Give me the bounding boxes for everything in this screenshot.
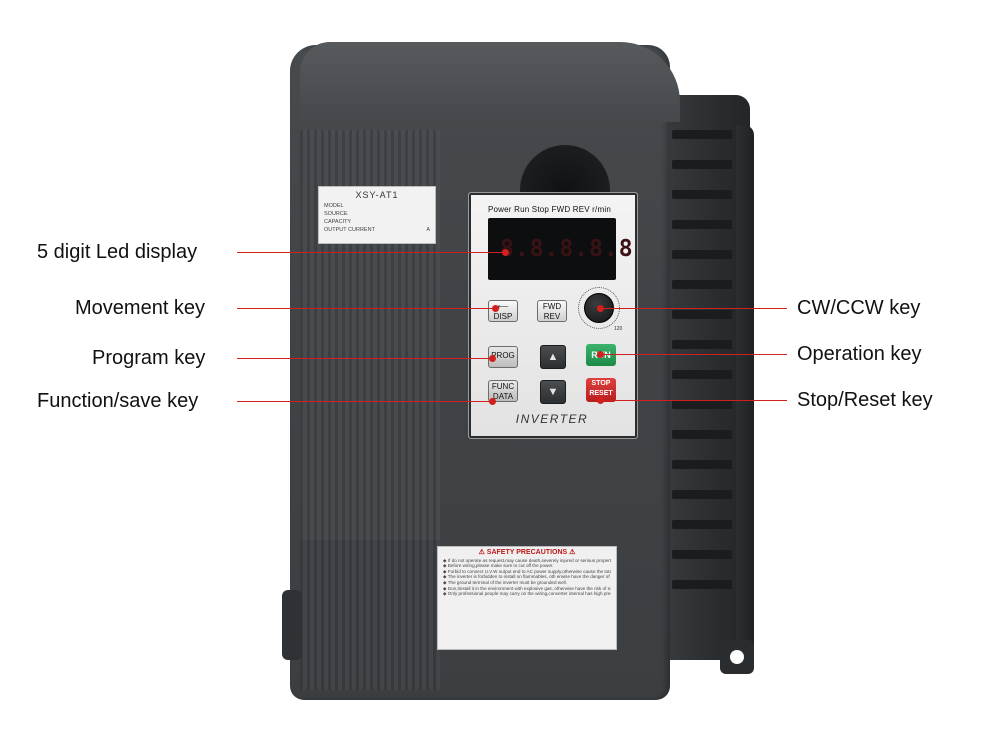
vent-slot bbox=[672, 130, 732, 139]
rev-key-label: REV bbox=[543, 312, 561, 321]
safety-line: ◆ If do not operate as request,may cause… bbox=[443, 557, 611, 563]
leader-dot-movement-key bbox=[492, 305, 499, 312]
data-key-label: DATA bbox=[492, 392, 514, 401]
vent-slot bbox=[672, 370, 732, 379]
leader-dot-cw-ccw-key bbox=[597, 305, 604, 312]
up-arrow-icon: ▲ bbox=[547, 351, 559, 363]
dial-max-label: 120 bbox=[614, 326, 623, 332]
safety-line: ◆ The ground terminal of the inverter mu… bbox=[443, 579, 567, 585]
led-display-window bbox=[488, 218, 616, 280]
indicator-labels: Power Run Stop FWD REV r/min bbox=[488, 205, 611, 214]
leader-line-function-save-key bbox=[237, 401, 492, 402]
leader-line-movement-key bbox=[237, 308, 495, 309]
led-display-digits: 8.8.8.8.8 bbox=[500, 236, 634, 262]
fwd-rev-key[interactable]: FWD REV bbox=[537, 300, 567, 322]
nameplate-unit-a: A bbox=[426, 227, 430, 233]
callout-movement-key: Movement key bbox=[75, 297, 206, 319]
nameplate-model: MODEL bbox=[324, 203, 344, 209]
vent-slot bbox=[672, 520, 732, 529]
nameplate-label: XSY-AT1 MODEL SOURCE CAPACITY OUTPUT CUR… bbox=[318, 186, 436, 244]
safety-line: ◆ Forbid to connect U.V.W output end to … bbox=[443, 568, 611, 574]
leader-dot-function-save-key bbox=[489, 398, 496, 405]
callout-program-key: Program key bbox=[92, 347, 206, 369]
device-top-cover bbox=[300, 42, 680, 122]
leader-dot-operation-key bbox=[597, 351, 604, 358]
vent-slot bbox=[672, 190, 732, 199]
mounting-tab-right bbox=[720, 640, 754, 674]
safety-title: ⚠ SAFETY PRECAUTIONS ⚠ bbox=[478, 549, 576, 556]
nameplate-source: SOURCE bbox=[324, 211, 348, 217]
safety-line: ◆ Don,tinstall it in the environment wit… bbox=[443, 585, 611, 591]
safety-line: ◆ The inverter is forbidden to install o… bbox=[443, 574, 611, 580]
leader-line-led-display bbox=[237, 252, 505, 253]
vent-slot bbox=[672, 160, 732, 169]
callout-stop-reset-key: Stop/Reset key bbox=[797, 389, 933, 411]
inverter-brand-label: INVERTER bbox=[515, 412, 589, 426]
safety-line: ◆ Before wiring,please make sure to cut … bbox=[443, 563, 554, 569]
vent-slot bbox=[672, 400, 732, 409]
disp-key-label: DISP bbox=[493, 312, 513, 321]
leader-dot-stop-reset-key bbox=[597, 397, 604, 404]
vent-slot bbox=[672, 430, 732, 439]
device-rear-edge bbox=[736, 125, 754, 655]
leader-line-operation-key bbox=[603, 354, 787, 355]
mounting-tab-left bbox=[282, 590, 302, 660]
leader-line-stop-reset-key bbox=[603, 400, 787, 401]
left-arrow-icon: ⟵ bbox=[497, 302, 509, 311]
prog-key[interactable]: PROG bbox=[488, 346, 518, 368]
nameplate-capacity: CAPACITY bbox=[324, 219, 352, 225]
device-lower-ribbed-area bbox=[300, 540, 440, 690]
stop-key-label: STOP bbox=[591, 380, 611, 387]
vent-slot bbox=[672, 460, 732, 469]
vent-slot bbox=[672, 250, 732, 259]
down-key[interactable]: ▼ bbox=[540, 380, 566, 404]
func-key-label: FUNC bbox=[491, 382, 515, 391]
callout-led-display: 5 digit Led display bbox=[37, 241, 198, 263]
safety-precautions-label: ⚠ SAFETY PRECAUTIONS ⚠ ◆ If do not opera… bbox=[437, 546, 617, 650]
nameplate-output-current: OUTPUT CURRENT bbox=[324, 227, 375, 233]
prog-key-label: PROG bbox=[491, 351, 515, 360]
fwd-key-label: FWD bbox=[542, 302, 562, 311]
vent-slot bbox=[672, 490, 732, 499]
up-key[interactable]: ▲ bbox=[540, 345, 566, 369]
leader-line-program-key bbox=[237, 358, 492, 359]
vent-slot bbox=[672, 550, 732, 559]
callout-function-save-key: Function/save key bbox=[37, 390, 199, 412]
leader-dot-program-key bbox=[489, 355, 496, 362]
down-arrow-icon: ▼ bbox=[547, 386, 559, 398]
vent-slot bbox=[672, 310, 732, 319]
nameplate-model-name: XSY-AT1 bbox=[355, 190, 399, 200]
callout-operation-key: Operation key bbox=[797, 343, 922, 365]
safety-line: ◆ Only professional people may carry on … bbox=[443, 591, 611, 597]
leader-line-cw-ccw-key bbox=[603, 308, 787, 309]
func-data-key[interactable]: FUNC DATA bbox=[488, 380, 518, 402]
vent-slot bbox=[672, 340, 732, 349]
callout-cw-ccw-key: CW/CCW key bbox=[797, 297, 921, 319]
vent-slot bbox=[672, 280, 732, 289]
vent-slot bbox=[672, 220, 732, 229]
vent-slot bbox=[672, 580, 732, 589]
reset-key-label: RESET bbox=[589, 390, 613, 397]
leader-dot-led-display bbox=[502, 249, 509, 256]
